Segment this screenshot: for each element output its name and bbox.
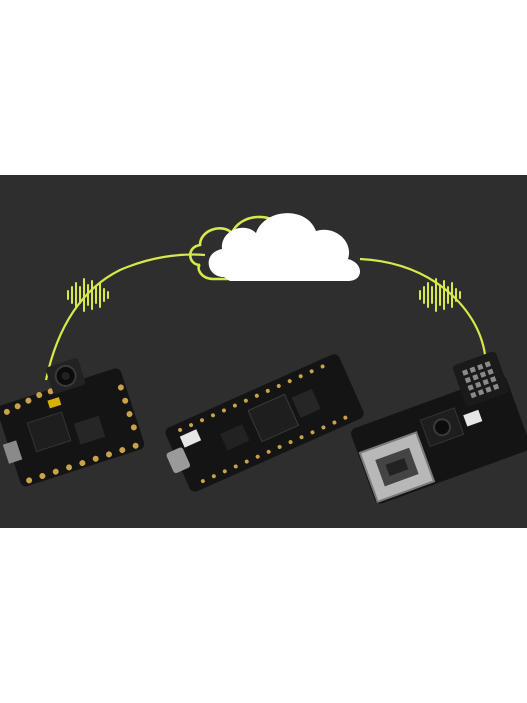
sound-wave-icon-left bbox=[67, 278, 109, 312]
ethernet-board bbox=[351, 351, 527, 504]
iot-cloud-illustration bbox=[0, 175, 527, 528]
camera-board bbox=[0, 358, 145, 487]
sound-wave-icon-right bbox=[419, 278, 461, 312]
long-dev-board bbox=[165, 354, 364, 492]
left-connection-line bbox=[44, 253, 206, 381]
right-connection-line bbox=[359, 257, 488, 366]
cloud-icon bbox=[188, 213, 360, 281]
